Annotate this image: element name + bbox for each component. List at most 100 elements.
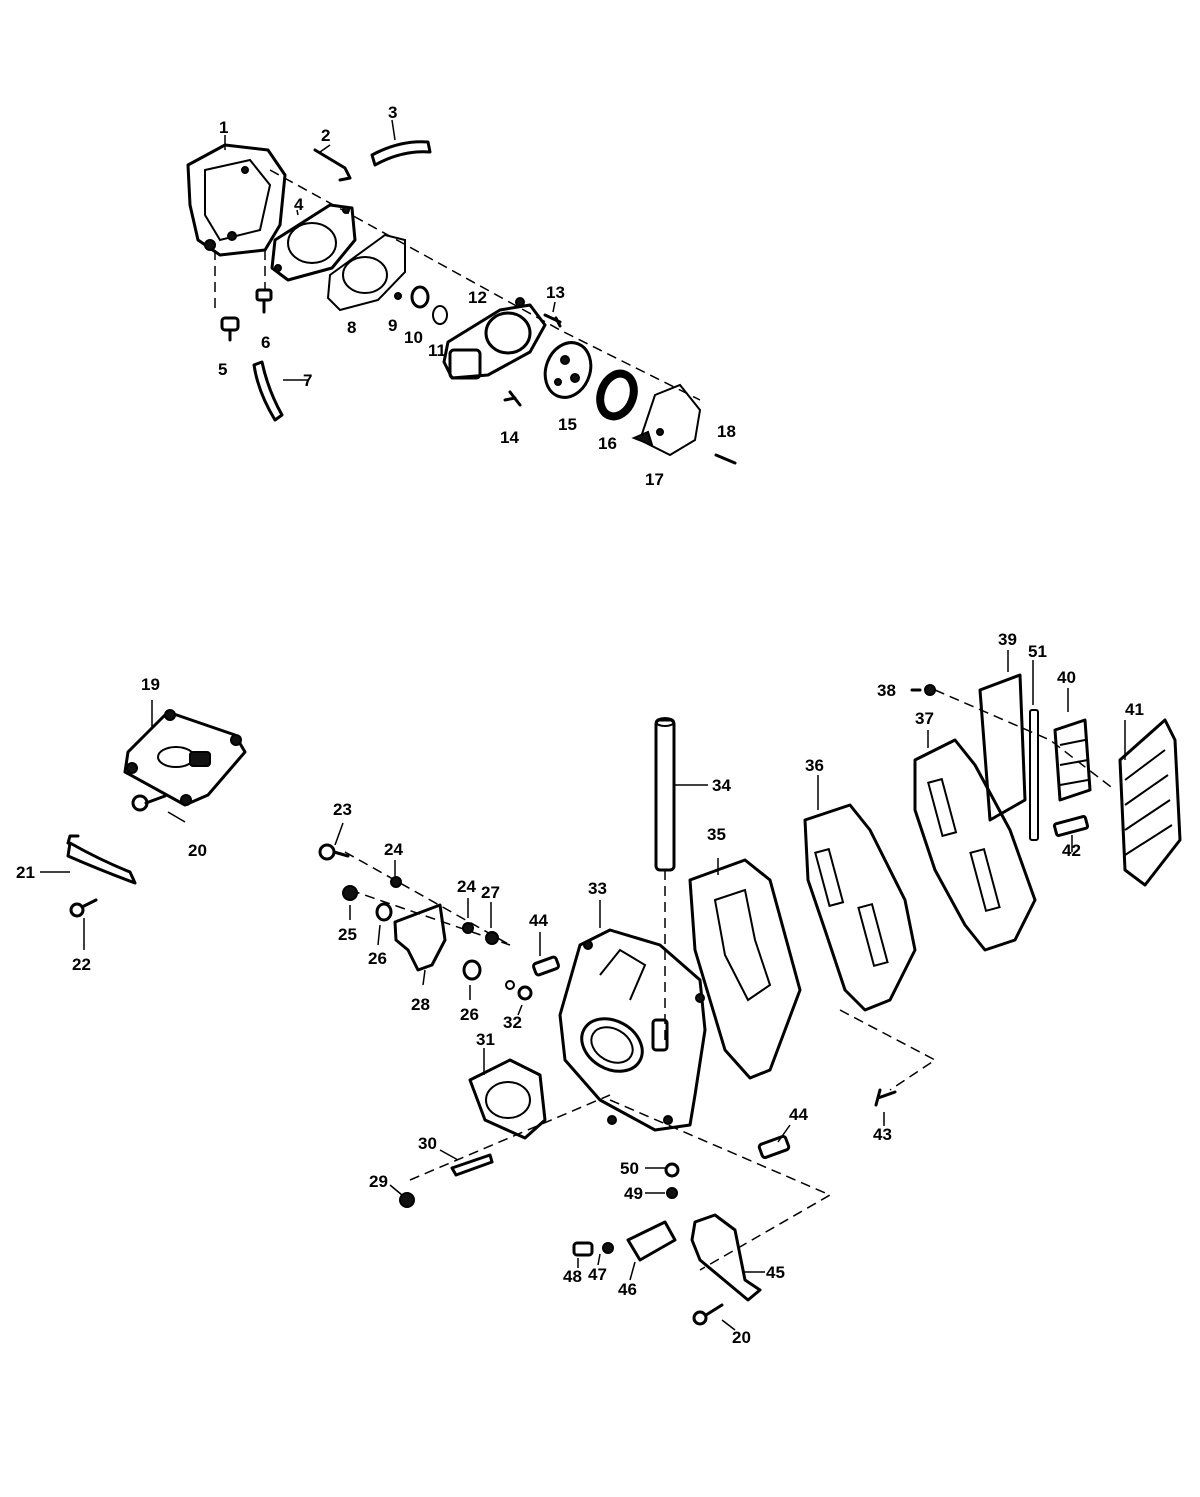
callout-33: 33 [588,879,607,898]
callout-43: 43 [873,1125,892,1144]
callout-14: 14 [500,428,519,447]
callout-26b: 26 [460,1005,479,1024]
part-45-bracket [690,1213,762,1302]
part-42-reed [1052,815,1090,837]
part-26-bushing-b [462,959,482,981]
top-assembly: 1 2 3 4 5 6 7 8 9 10 11 12 13 14 15 16 1… [186,103,737,489]
part-44-screw [532,955,560,977]
part-36-gasket [803,803,917,1012]
part-44-screw-b [757,1134,791,1160]
callout-12: 12 [468,288,487,307]
part-51-spacer [1029,709,1039,841]
part-33-intake-manifold [558,928,707,1132]
part-20-screw [131,794,167,812]
callout-37: 37 [915,709,934,728]
callout-50: 50 [620,1159,639,1178]
callout-34: 34 [712,776,731,795]
callout-4: 4 [294,195,304,214]
part-18-screw [714,453,737,465]
callout-19: 19 [141,675,160,694]
callout-21: 21 [16,863,35,882]
part-43-screw [874,1088,897,1107]
callout-13: 13 [546,283,565,302]
part-21-bracket [66,841,137,885]
part-2-fitting [313,148,352,182]
callout-9: 9 [388,316,397,335]
callout-8: 8 [347,318,356,337]
part-48-screw [572,1241,594,1257]
part-7-hose [252,360,284,422]
callout-31: 31 [476,1030,495,1049]
callout-20b: 20 [732,1328,751,1347]
part-19-adapter [123,709,247,807]
part-24-washer [390,876,402,888]
callout-24a: 24 [384,840,403,859]
part-13-screw [543,313,562,328]
callout-40: 40 [1057,668,1076,687]
callout-45: 45 [766,1263,785,1282]
part-25-nut [342,885,358,901]
callout-25: 25 [338,925,357,944]
part-24-washer-b [462,922,474,934]
callout-3: 3 [388,103,397,122]
part-32-spring [517,985,533,1001]
callout-7: 7 [303,371,312,390]
callout-17: 17 [645,470,664,489]
callout-47: 47 [588,1265,607,1284]
part-22-screw [69,898,98,918]
part-15-valve-plate [543,341,593,399]
part-37-gasket [913,738,1037,952]
part-27-nut [485,931,499,945]
callout-51: 51 [1028,642,1047,661]
part-26-bushing [375,902,393,922]
callout-32: 32 [503,1013,522,1032]
callout-1: 1 [219,118,228,137]
part-35-gasket [688,858,802,1080]
callout-15: 15 [558,415,577,434]
callout-16: 16 [598,434,617,453]
callout-39: 39 [998,630,1017,649]
part-14-fitting [503,390,522,407]
callout-23: 23 [333,800,352,819]
callout-36: 36 [805,756,824,775]
callout-24b: 24 [457,877,476,896]
part-16-washer [596,369,638,421]
part-34-tube [654,717,676,872]
bottom-left-assembly: 19 20 21 22 [16,675,247,974]
part-38-screw [910,684,936,696]
callout-48: 48 [563,1267,582,1286]
part-23-lever [318,843,350,861]
part-20-screw-b [692,1303,724,1326]
part-31-gasket [468,1058,547,1140]
callout-49: 49 [624,1184,643,1203]
callout-26a: 26 [368,949,387,968]
callout-5: 5 [218,360,227,379]
callout-6: 6 [261,333,270,352]
callout-38: 38 [877,681,896,700]
part-12-pump-body [442,297,547,380]
part-40-reeds [1053,718,1092,802]
part-41-reed-block [1118,718,1182,887]
callout-20a: 20 [188,841,207,860]
part-9-check-ball [394,292,402,300]
callout-44b: 44 [789,1105,808,1124]
part-5-screw [220,316,240,342]
callout-42: 42 [1062,841,1081,860]
part-3-hose [370,140,432,167]
callout-28: 28 [411,995,430,1014]
callout-30: 30 [418,1134,437,1153]
part-46-clip [626,1220,677,1262]
callout-2: 2 [321,126,330,145]
part-28-lever-plate [393,903,447,972]
bottom-center-assembly: 23 24 24 25 26 26 27 28 29 30 31 32 33 3… [318,630,1182,1347]
part-4-gasket [270,203,357,282]
part-11-o-ring [432,305,448,325]
callout-35: 35 [707,825,726,844]
part-8-diaphragm [326,233,406,312]
callout-22: 22 [72,955,91,974]
callout-46: 46 [618,1280,637,1299]
callout-29: 29 [369,1172,388,1191]
callout-11: 11 [428,341,446,360]
part-17-cover [631,383,702,457]
part-47-washer [602,1242,614,1254]
